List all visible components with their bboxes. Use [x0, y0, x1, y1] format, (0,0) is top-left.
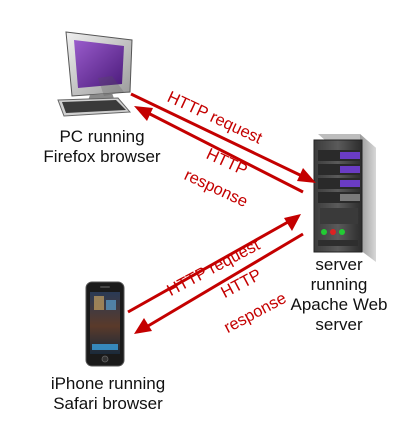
pc-response-arrow	[147, 111, 304, 194]
server-label: server running Apache Web server	[284, 255, 394, 335]
server-label-line4: server	[315, 315, 363, 334]
pc-response-arrowhead	[134, 106, 153, 121]
server-label-line1: server	[315, 255, 363, 274]
iphone-label-line1: iPhone running	[50, 374, 166, 393]
pc-request-arrow	[130, 92, 303, 178]
phone-request-arrowhead	[284, 214, 301, 231]
phone-request-arrow	[127, 220, 289, 314]
smartphone-icon	[85, 281, 125, 367]
server-label-line2: running	[310, 275, 368, 294]
phone-response-arrow	[147, 232, 304, 328]
pc-label-line2: Firefox browser	[43, 147, 161, 166]
arrows	[127, 92, 316, 334]
phone-response-arrowhead	[134, 318, 152, 334]
pc-label-line1: PC running	[59, 127, 145, 146]
pc-label: PC running Firefox browser	[32, 127, 172, 167]
server-tower-icon	[313, 134, 376, 262]
iphone-label: iPhone running Safari browser	[38, 374, 178, 414]
server-label-line3: Apache Web	[290, 295, 388, 314]
pc-request-arrowhead	[297, 168, 316, 183]
iphone-label-line2: Safari browser	[53, 394, 163, 413]
desktop-pc-icon	[57, 31, 133, 117]
